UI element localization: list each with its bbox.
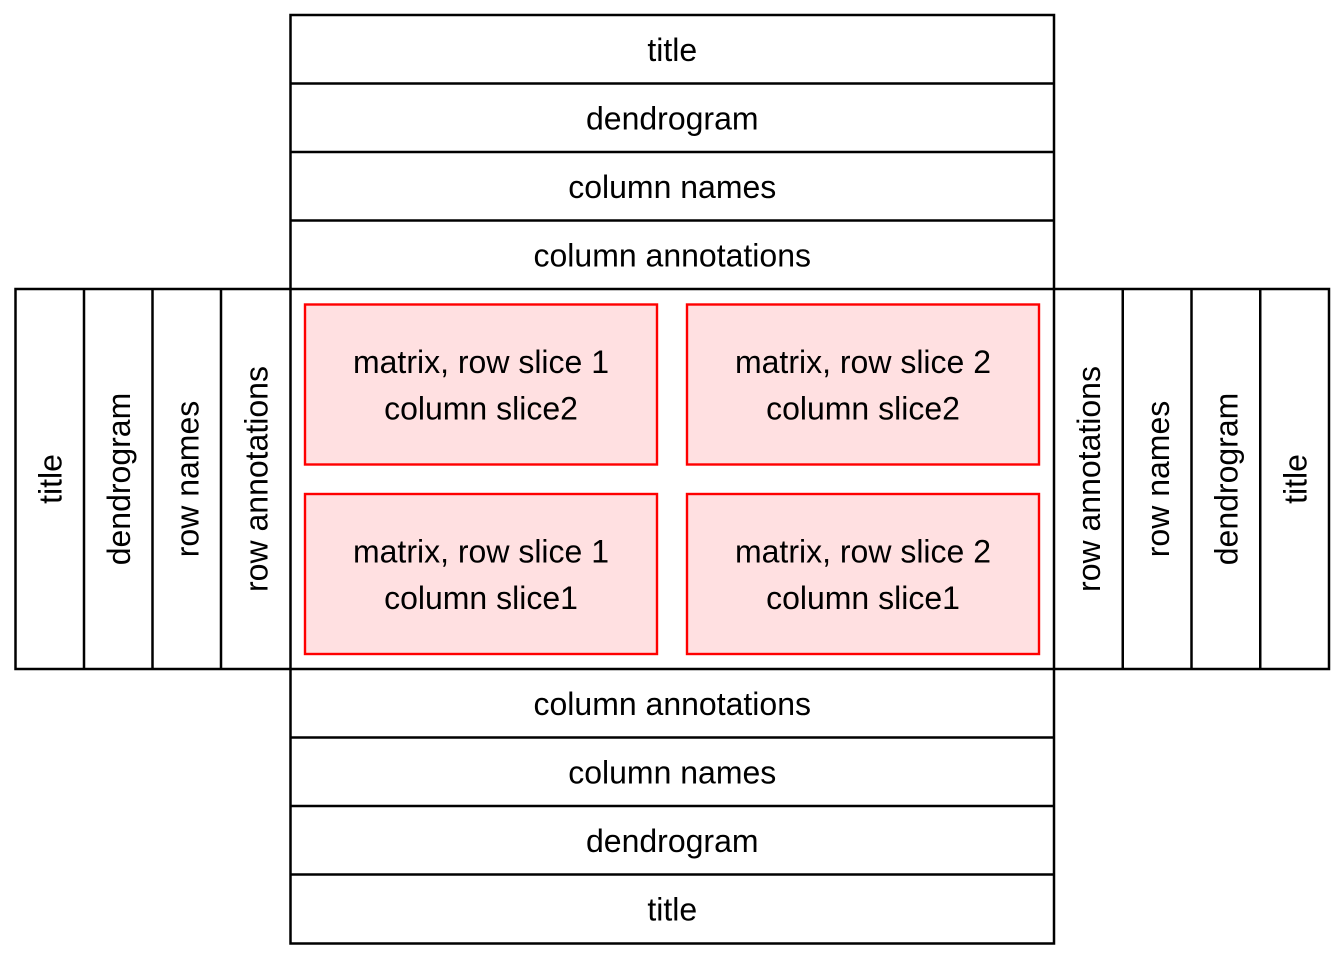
- svg-text:matrix, row slice 2: matrix, row slice 2: [735, 534, 991, 570]
- svg-text:column slice1: column slice1: [766, 580, 960, 616]
- svg-text:dendrogram: dendrogram: [586, 823, 759, 859]
- svg-text:title: title: [1277, 454, 1313, 504]
- svg-text:column slice1: column slice1: [384, 580, 578, 616]
- svg-text:matrix, row slice 2: matrix, row slice 2: [735, 344, 991, 380]
- svg-text:column annotations: column annotations: [533, 238, 811, 274]
- svg-text:column slice2: column slice2: [384, 391, 578, 427]
- svg-text:column names: column names: [568, 169, 776, 205]
- svg-text:row annotations: row annotations: [238, 366, 274, 592]
- svg-text:matrix, row slice 1: matrix, row slice 1: [353, 534, 609, 570]
- svg-text:dendrogram: dendrogram: [101, 393, 137, 566]
- svg-text:column slice2: column slice2: [766, 391, 960, 427]
- svg-text:dendrogram: dendrogram: [586, 101, 759, 137]
- svg-text:dendrogram: dendrogram: [1209, 393, 1245, 566]
- svg-text:matrix, row slice 1: matrix, row slice 1: [353, 344, 609, 380]
- svg-text:title: title: [33, 454, 69, 504]
- svg-text:title: title: [647, 892, 697, 928]
- svg-text:title: title: [647, 32, 697, 68]
- svg-text:row names: row names: [1140, 401, 1176, 558]
- svg-text:column names: column names: [568, 755, 776, 791]
- svg-text:column annotations: column annotations: [533, 686, 811, 722]
- svg-text:row annotations: row annotations: [1071, 366, 1107, 592]
- svg-text:row names: row names: [170, 401, 206, 558]
